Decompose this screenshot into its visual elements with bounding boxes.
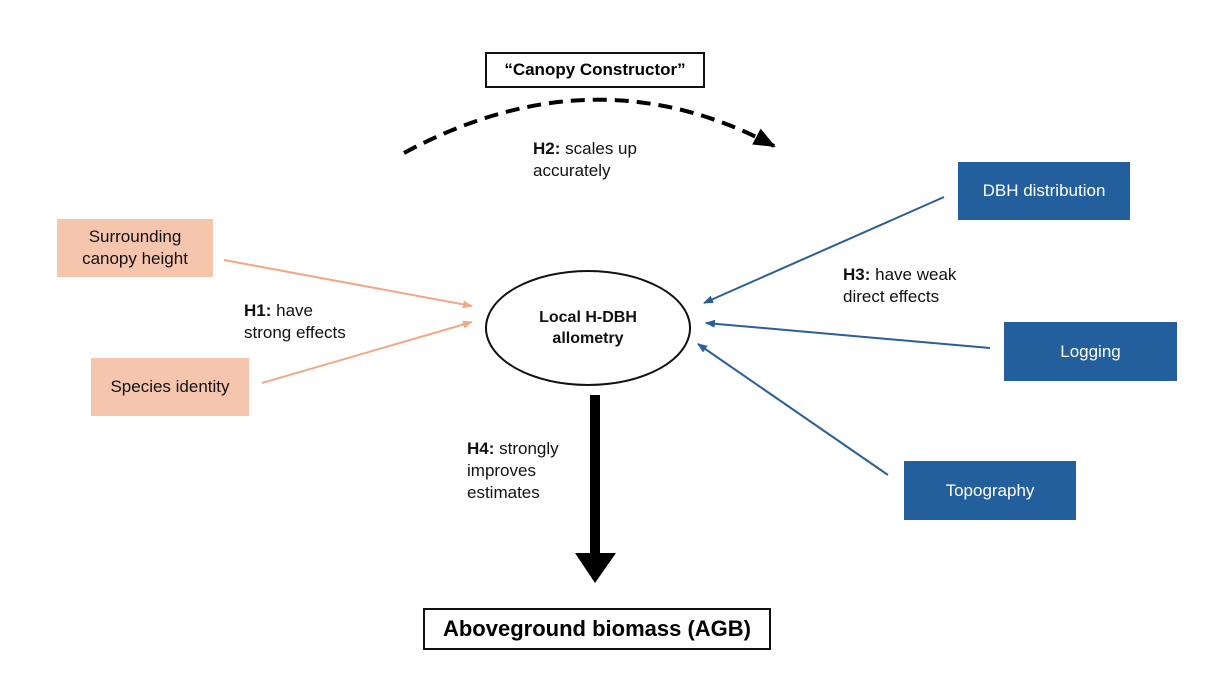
arrow-species-to-allometry (261, 320, 473, 384)
h4-arrow-shaft (590, 395, 600, 553)
driver-label: DBH distribution (982, 181, 1106, 200)
arrow-canopy-height-to-allometry (223, 259, 473, 309)
driver-dbh-distribution: DBH distribution (958, 162, 1130, 220)
driver-species-identity: Species identity (91, 358, 249, 416)
h4-label: H4: strongly improves estimates (467, 438, 559, 504)
driver-logging: Logging (1004, 322, 1177, 381)
driver-label: Logging (1060, 341, 1121, 361)
arrow-logging-to-allometry (705, 319, 991, 349)
local-allometry-node: Local H-DBH allometry (485, 270, 691, 386)
driver-label-line1: Surrounding (88, 227, 182, 246)
h3-text-1: have weak (870, 265, 957, 284)
h3-text-2: direct effects (843, 287, 940, 306)
h4-tag: H4: (467, 439, 495, 458)
h4-text-3: estimates (467, 483, 540, 502)
node-label-line1: Local H-DBH (539, 309, 637, 326)
h3-tag: H3: (843, 265, 871, 284)
h3-label: H3: have weak direct effects (843, 264, 956, 308)
canopy-constructor-label: “Canopy Constructor” (504, 60, 686, 79)
driver-topography: Topography (904, 461, 1076, 520)
h4-arrow-head (575, 553, 616, 583)
canopy-constructor-box: “Canopy Constructor” (485, 52, 705, 88)
driver-label: Species identity (110, 377, 230, 396)
h1-tag: H1: (244, 301, 272, 320)
h2-dashed-arrow (403, 97, 776, 155)
h2-tag: H2: (533, 139, 561, 158)
driver-label-line2: canopy height (82, 249, 188, 268)
h1-label: H1: have strong effects (244, 300, 346, 344)
outcome-label: Aboveground biomass (AGB) (442, 616, 751, 641)
h1-text-1: have (271, 301, 313, 320)
driver-label: Topography (945, 480, 1035, 500)
arrow-dbh-to-allometry (703, 196, 945, 304)
h2-text-1: scales up (560, 139, 637, 158)
node-label-line2: allometry (552, 330, 624, 347)
h2-text-2: accurately (533, 161, 611, 180)
h4-text-1: strongly (494, 439, 559, 458)
h1-text-2: strong effects (244, 323, 346, 342)
h2-label: H2: scales up accurately (533, 138, 637, 182)
aboveground-biomass-box: Aboveground biomass (AGB) (423, 608, 771, 650)
h4-text-2: improves (467, 461, 536, 480)
driver-surrounding-canopy-height: Surrounding canopy height (57, 219, 213, 277)
arrow-topography-to-allometry (697, 343, 889, 476)
